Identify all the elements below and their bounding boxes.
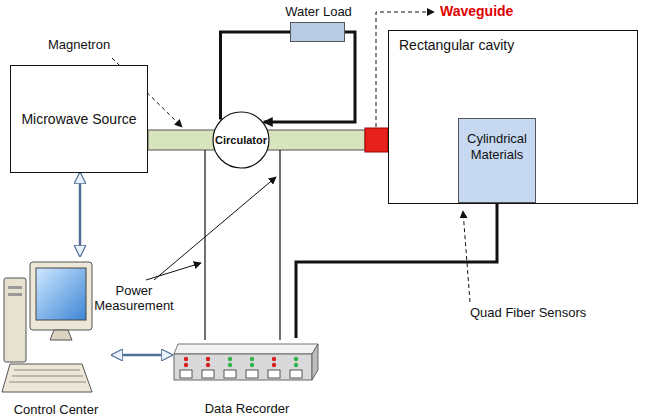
waveguide-flange bbox=[365, 128, 388, 152]
circulator-circle: Circulator bbox=[212, 111, 270, 169]
callout-label: Power Measurement bbox=[88, 284, 180, 314]
screen bbox=[36, 268, 86, 320]
callout-label: Quad Fiber Sensors bbox=[470, 306, 586, 321]
tower bbox=[4, 278, 26, 362]
node-text: Water Load bbox=[266, 4, 371, 19]
leader-line bbox=[154, 177, 276, 280]
keyboard bbox=[2, 364, 92, 392]
led bbox=[250, 357, 254, 361]
led bbox=[228, 357, 232, 361]
led bbox=[184, 357, 188, 361]
port bbox=[290, 370, 302, 378]
waveguide-label: Waveguide bbox=[440, 3, 513, 19]
node-text: Control Center bbox=[14, 402, 99, 417]
node-text: Cylindrical Materials bbox=[461, 131, 533, 162]
drive-slot bbox=[8, 293, 22, 296]
led bbox=[294, 357, 298, 361]
power-line bbox=[279, 150, 280, 340]
led bbox=[228, 363, 232, 367]
circulator-circle bbox=[213, 112, 269, 168]
recorder-side bbox=[312, 344, 318, 380]
keyboard-keys bbox=[9, 370, 86, 382]
recorder-top bbox=[174, 344, 318, 354]
connector-line bbox=[296, 203, 497, 338]
recorder-illustration bbox=[174, 344, 318, 380]
node-text: Circulator bbox=[215, 134, 267, 146]
port bbox=[246, 370, 258, 378]
double-arrow bbox=[79, 173, 82, 256]
water-load-box: Water Load bbox=[290, 22, 345, 42]
double-arrow bbox=[112, 354, 172, 357]
led bbox=[206, 357, 210, 361]
monitor-stand bbox=[50, 330, 72, 340]
connector-line bbox=[220, 32, 290, 119]
leader-line bbox=[463, 211, 470, 302]
monitor bbox=[30, 262, 92, 330]
recorder-node: Data Recorder bbox=[172, 338, 322, 416]
material-box: Cylindrical Materials bbox=[458, 118, 536, 203]
port bbox=[180, 370, 192, 378]
power-line bbox=[204, 150, 205, 340]
node-text: Rectangular cavity bbox=[399, 37, 627, 53]
connector-line bbox=[264, 32, 355, 122]
port bbox=[268, 370, 280, 378]
port bbox=[224, 370, 236, 378]
recorder-leds bbox=[180, 357, 302, 378]
port bbox=[202, 370, 214, 378]
computer-node: Control Center bbox=[0, 256, 112, 417]
node-text: Data Recorder bbox=[205, 401, 290, 416]
led bbox=[250, 363, 254, 367]
computer-illustration bbox=[2, 262, 92, 392]
leader-line bbox=[146, 263, 201, 280]
led bbox=[272, 363, 276, 367]
led bbox=[294, 363, 298, 367]
drive-slot bbox=[8, 286, 22, 289]
recorder-body bbox=[174, 354, 312, 380]
source-box: Microwave Source bbox=[10, 65, 148, 173]
cavity-box: Rectangular cavityCylindrical Materials bbox=[388, 30, 638, 204]
callout-label: Magnetron bbox=[48, 38, 110, 53]
node-text: Microwave Source bbox=[21, 111, 136, 127]
led bbox=[272, 357, 276, 361]
led bbox=[184, 363, 188, 367]
led bbox=[206, 363, 210, 367]
